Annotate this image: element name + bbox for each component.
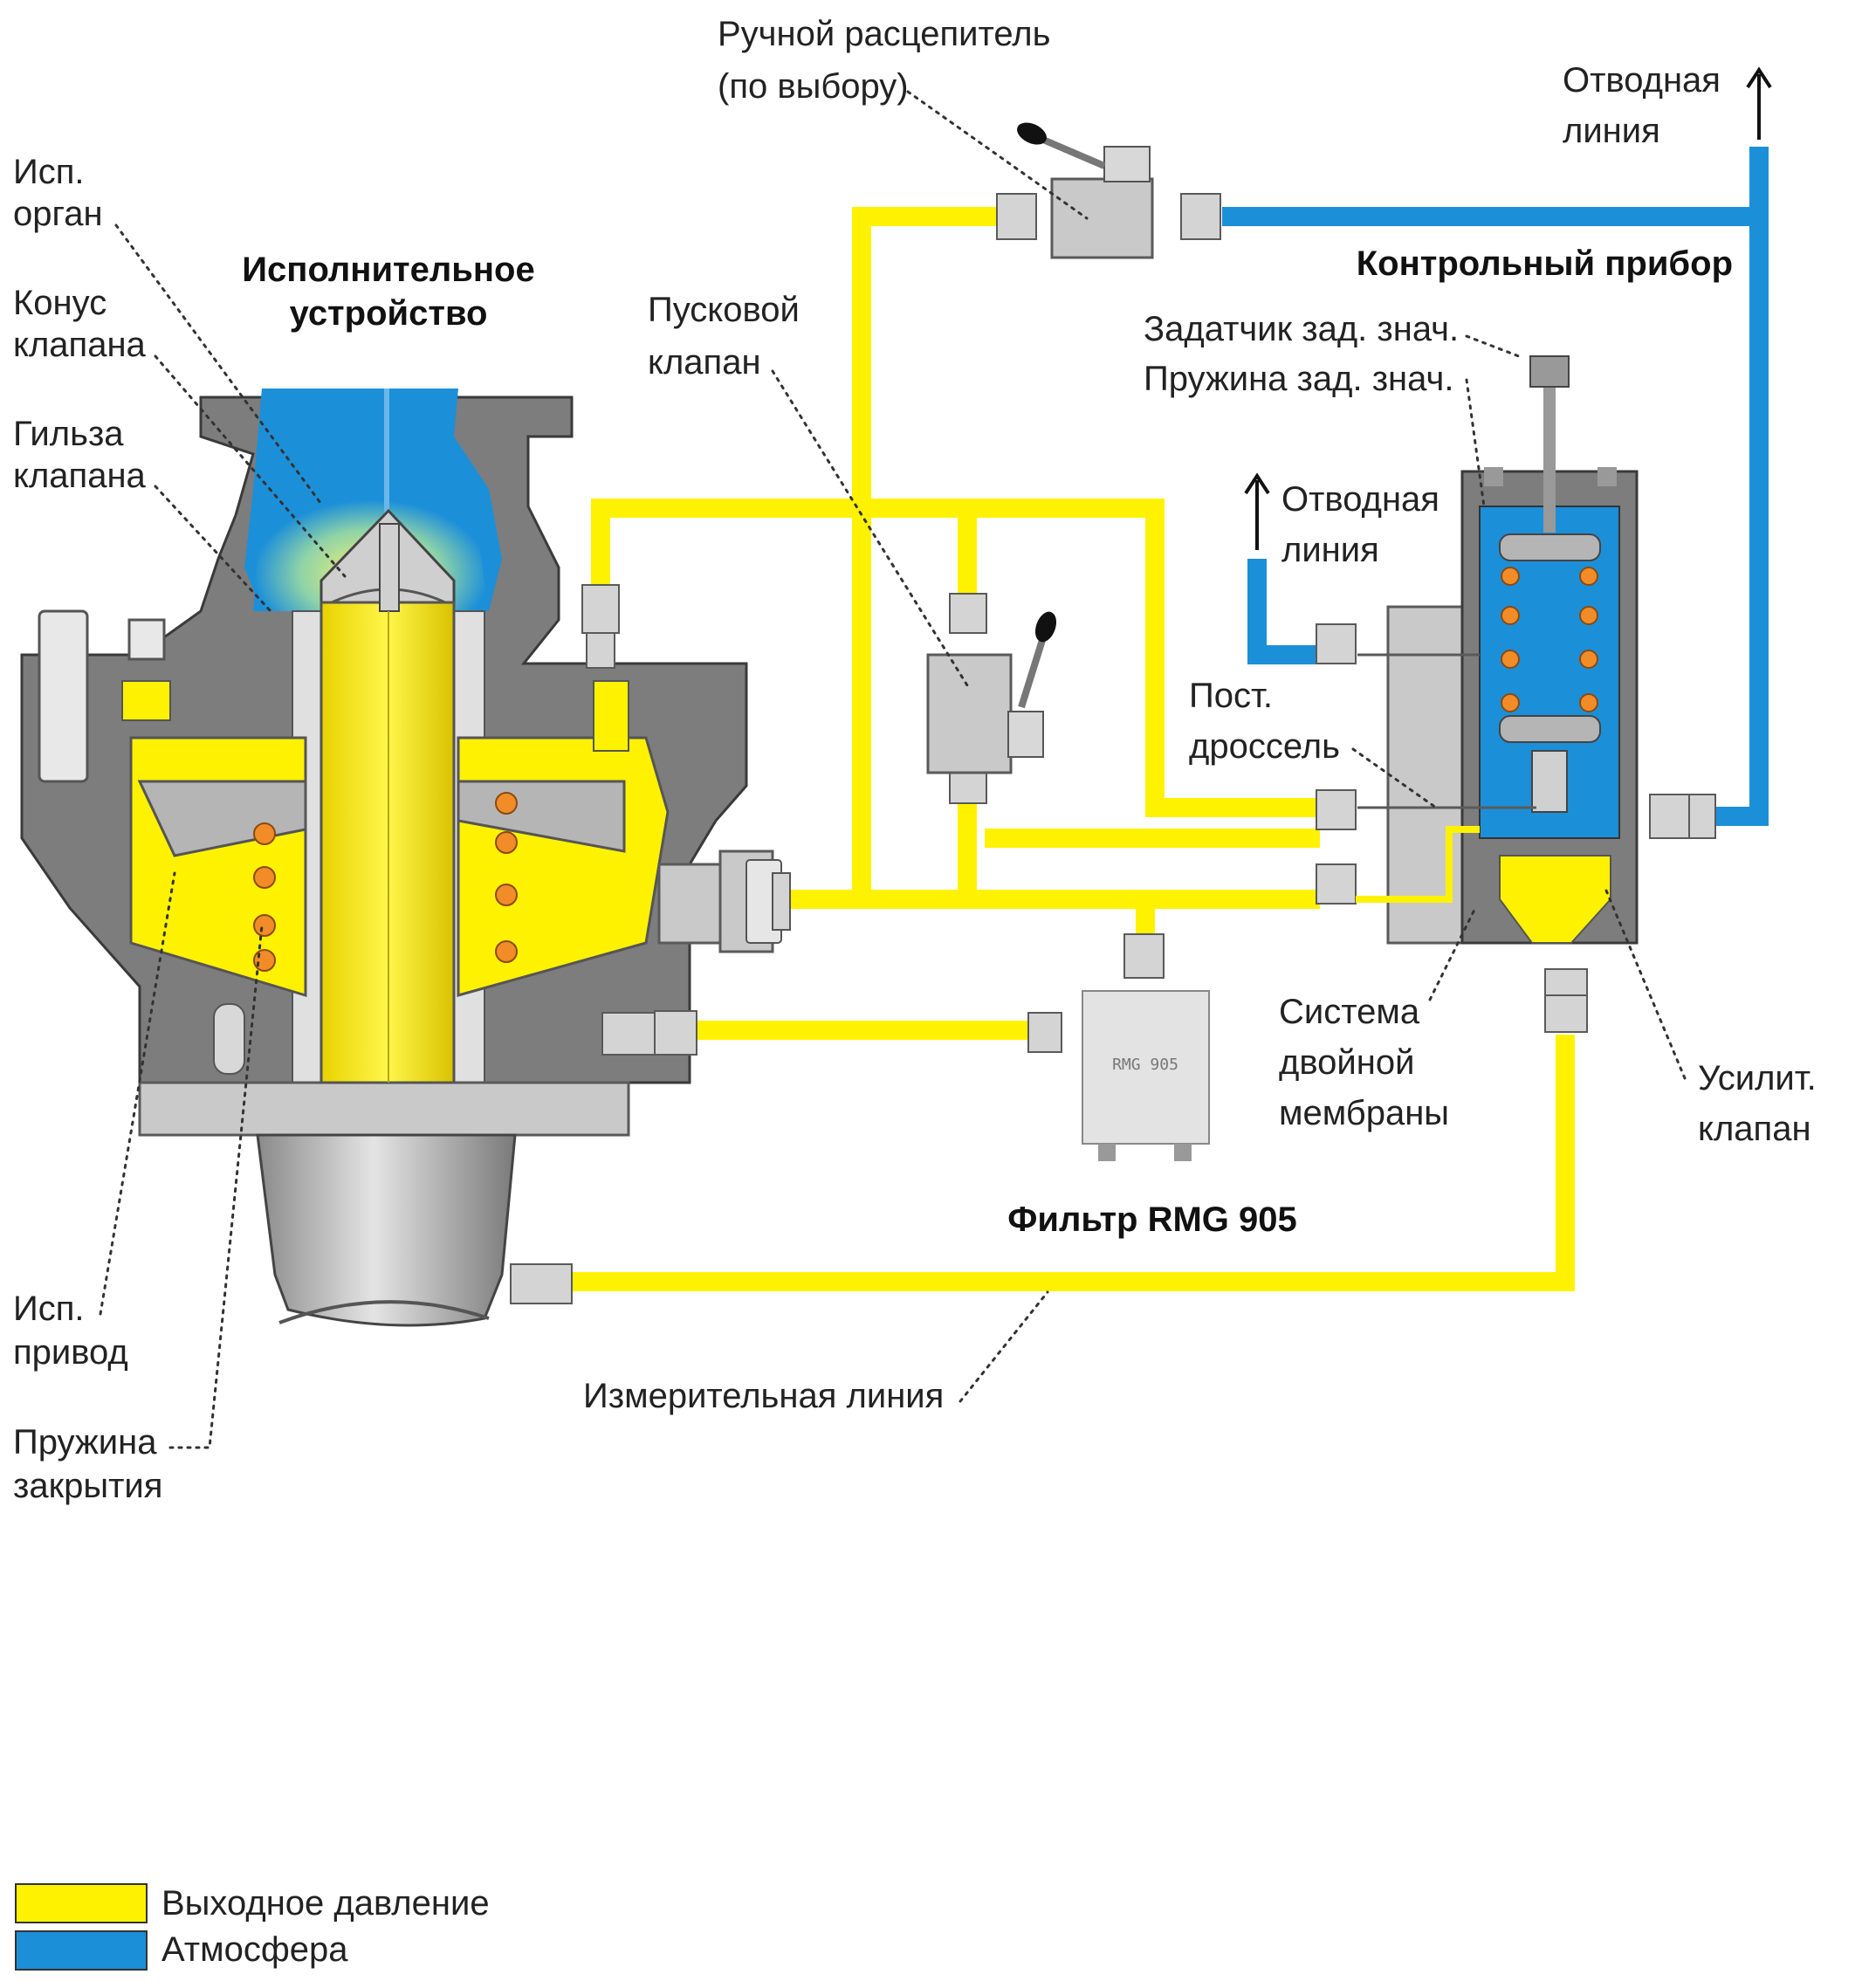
amplifier-valve-label-2: клапан — [1698, 1110, 1811, 1148]
vent-arrow-mid — [1244, 472, 1270, 550]
pilot-heading: Контрольный прибор — [1357, 244, 1733, 283]
pilot-body — [1356, 355, 1639, 945]
outlet-pressure-lines — [572, 207, 1575, 1291]
actuator-heading-1: Исполнительное — [242, 251, 534, 289]
legend: Выходное давление Атмосфера — [15, 1883, 490, 1971]
legend-swatch-outlet-pressure — [15, 1883, 148, 1923]
legend-label-outlet-pressure: Выходное давление — [161, 1884, 490, 1923]
valve-sleeve-label-2: клапана — [13, 457, 147, 495]
filter-heading: Фильтр RMG 905 — [1007, 1200, 1297, 1239]
start-valve — [926, 611, 1057, 774]
actuator-side-fitting — [657, 850, 791, 953]
start-valve-label-2: клапан — [648, 343, 761, 382]
filter-plate-text: RMG 905 — [1112, 1056, 1178, 1074]
setpoint-spring — [1501, 567, 1598, 712]
actuator-drive-label-2: привод — [13, 1333, 128, 1372]
legend-item-outlet-pressure: Выходное давление — [15, 1883, 490, 1923]
diagram-labels: Ручной расцепитель (по выбору) Отводная … — [13, 15, 1817, 1505]
vent-arrow-top — [1746, 66, 1772, 140]
vent-top-label-2: линия — [1563, 112, 1660, 150]
setpoint-adjuster-label: Задатчик зад. знач. — [1144, 310, 1459, 348]
vent-mid-label-2: линия — [1281, 531, 1379, 569]
valve-cone-label-2: клапана — [13, 326, 147, 364]
setpoint-spring-label: Пружина зад. знач. — [1144, 360, 1453, 398]
closing-spring-label-1: Пружина — [13, 1423, 157, 1462]
valve-sleeve-label-1: Гильза — [13, 415, 124, 453]
start-valve-label-1: Пусковой — [648, 291, 800, 329]
fixed-throttle-label-1: Пост. — [1189, 677, 1273, 715]
atmosphere-lines — [1222, 147, 1769, 826]
actuator-heading-2: устройство — [290, 294, 488, 333]
pipe-fittings — [510, 193, 1716, 1304]
amplifier-valve-label-1: Усилит. — [1698, 1059, 1817, 1097]
actuating-element-label-1: Исп. — [13, 153, 85, 191]
double-membrane-label-3: мембраны — [1279, 1094, 1449, 1132]
closing-spring-label-2: закрытия — [13, 1467, 162, 1505]
manual-release-label-1: Ручной расцепитель — [718, 15, 1050, 53]
actuator-housing — [20, 389, 748, 1327]
legend-label-atmosphere: Атмосфера — [161, 1930, 348, 1969]
legend-swatch-atmosphere — [15, 1930, 148, 1971]
closing-spring — [253, 792, 518, 972]
fixed-throttle-label-2: дроссель — [1189, 727, 1340, 766]
actuating-element-label-2: орган — [13, 195, 103, 233]
measuring-line-label: Измерительная линия — [583, 1377, 944, 1415]
vent-top-label-1: Отводная — [1563, 61, 1721, 100]
leader-lines — [99, 90, 1687, 1449]
double-membrane-label-2: двойной — [1279, 1043, 1414, 1082]
piston — [319, 508, 456, 1084]
actuator-drive-label-1: Исп. — [13, 1290, 85, 1328]
filter-rmg-905: RMG 905 — [1082, 990, 1210, 1161]
manual-release-valve — [1017, 122, 1154, 259]
double-membrane-label-1: Система — [1279, 993, 1420, 1031]
valve-cone-label-1: Конус — [13, 284, 106, 322]
vent-mid-label-1: Отводная — [1281, 480, 1439, 519]
manual-release-label-2: (по выбору) — [718, 67, 909, 106]
legend-item-atmosphere: Атмосфера — [15, 1930, 348, 1971]
